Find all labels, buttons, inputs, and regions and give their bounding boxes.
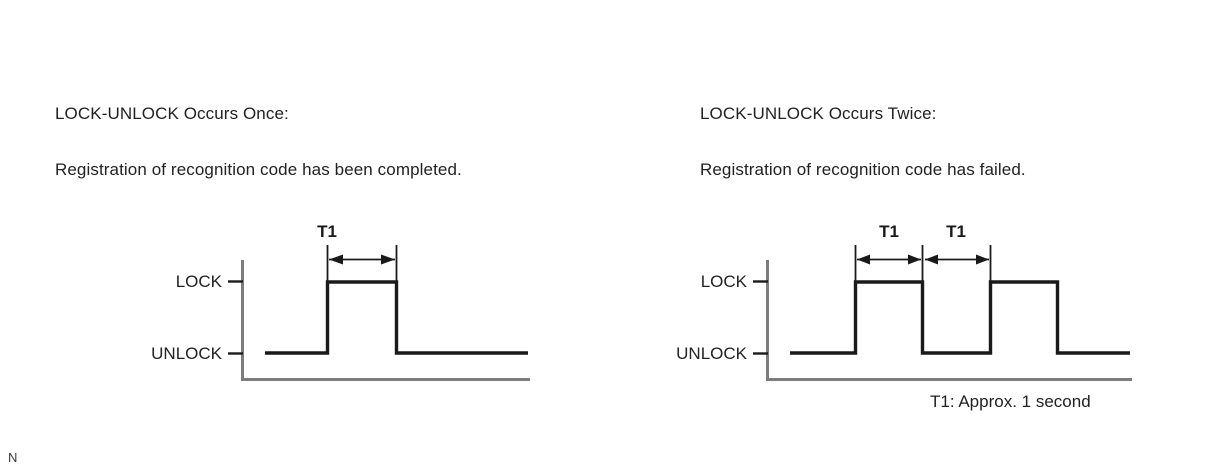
dimension-label-t1: T1: [317, 222, 337, 241]
panel-once-heading: LOCK-UNLOCK Occurs Once:: [55, 104, 289, 123]
arrow-head-right-icon: [381, 254, 395, 265]
footnote-t1-definition: T1: Approx. 1 second: [930, 392, 1091, 411]
panel-once-subheading: Registration of recognition code has bee…: [55, 160, 462, 179]
arrow-head-right-icon-second: [976, 254, 989, 265]
axis-label-unlock: UNLOCK: [676, 344, 748, 363]
corner-mark: N: [8, 450, 18, 465]
arrow-head-right-icon-first: [908, 254, 921, 265]
waveform-trace-once: [265, 280, 528, 355]
axis-label-lock: LOCK: [176, 272, 223, 291]
axis-label-lock: LOCK: [701, 272, 748, 291]
dimension-label-t1-second: T1: [946, 222, 966, 241]
arrow-head-left-icon: [329, 254, 343, 265]
dimension-label-t1-first: T1: [879, 222, 899, 241]
panel-twice-subheading: Registration of recognition code has fai…: [700, 160, 1026, 179]
waveform-trace-twice: [790, 280, 1130, 355]
panel-twice-waveform-chart: T1 T1 LOCK UNLOCK: [600, 205, 1160, 395]
axis-label-unlock: UNLOCK: [151, 344, 223, 363]
arrow-head-left-icon-second: [925, 254, 938, 265]
arrow-head-left-icon-first: [857, 254, 870, 265]
panel-twice-heading: LOCK-UNLOCK Occurs Twice:: [700, 104, 937, 123]
panel-once-waveform-chart: T1 LOCK UNLOCK: [100, 205, 560, 395]
